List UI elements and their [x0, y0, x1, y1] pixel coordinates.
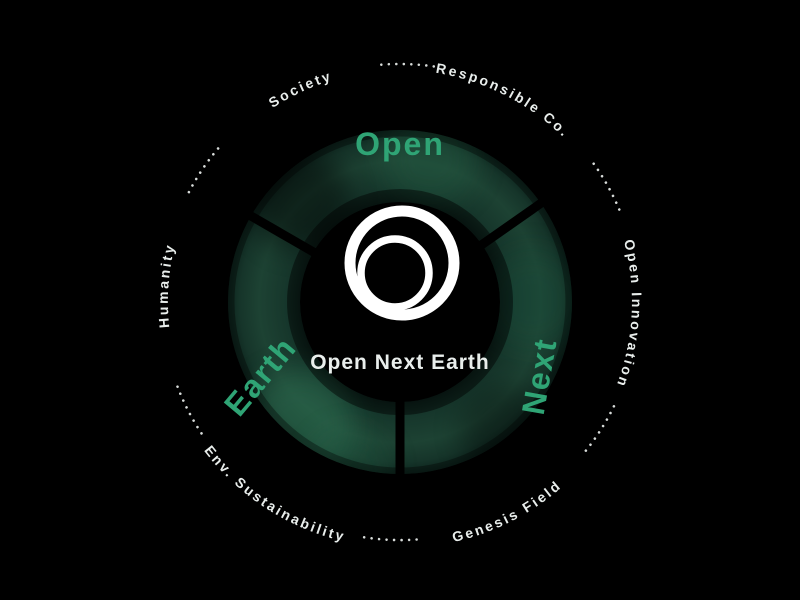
center-title: Open Next Earth [310, 351, 490, 374]
open-next-earth-logo-icon [344, 205, 460, 321]
orbit-label-genesis-field-text: Genesis Field [450, 477, 562, 545]
dotted-arc [174, 380, 203, 435]
segment-gap-left [241, 208, 321, 259]
logo-outer-circle [344, 205, 460, 321]
segment-gap-right [474, 195, 550, 252]
orbit-label-open-innovation: Open Innovation [613, 238, 645, 391]
orbit-label-genesis-field: Genesis Field [450, 477, 564, 545]
orbit-label-open-innovation-text: Open Innovation [613, 238, 642, 391]
orbit-label-society-text: Society [266, 67, 332, 110]
center-hub: Open Next Earth [301, 203, 499, 401]
dotted-arc [592, 162, 623, 217]
orbit-label-humanity: Humanity [155, 241, 178, 328]
dotted-arc [380, 62, 441, 69]
texture-patch [310, 430, 390, 510]
logo-inner-circle [357, 235, 433, 311]
orbit-label-humanity-text: Humanity [155, 241, 176, 328]
dotted-arc [357, 535, 418, 542]
texture-patch [482, 250, 582, 350]
dotted-arc [187, 143, 223, 194]
texture-patch [382, 110, 478, 206]
dotted-arc [581, 405, 616, 457]
texture-shadow [460, 385, 550, 475]
segment-label-open: Open [355, 126, 445, 162]
orbit-label-society: Society [266, 67, 335, 110]
